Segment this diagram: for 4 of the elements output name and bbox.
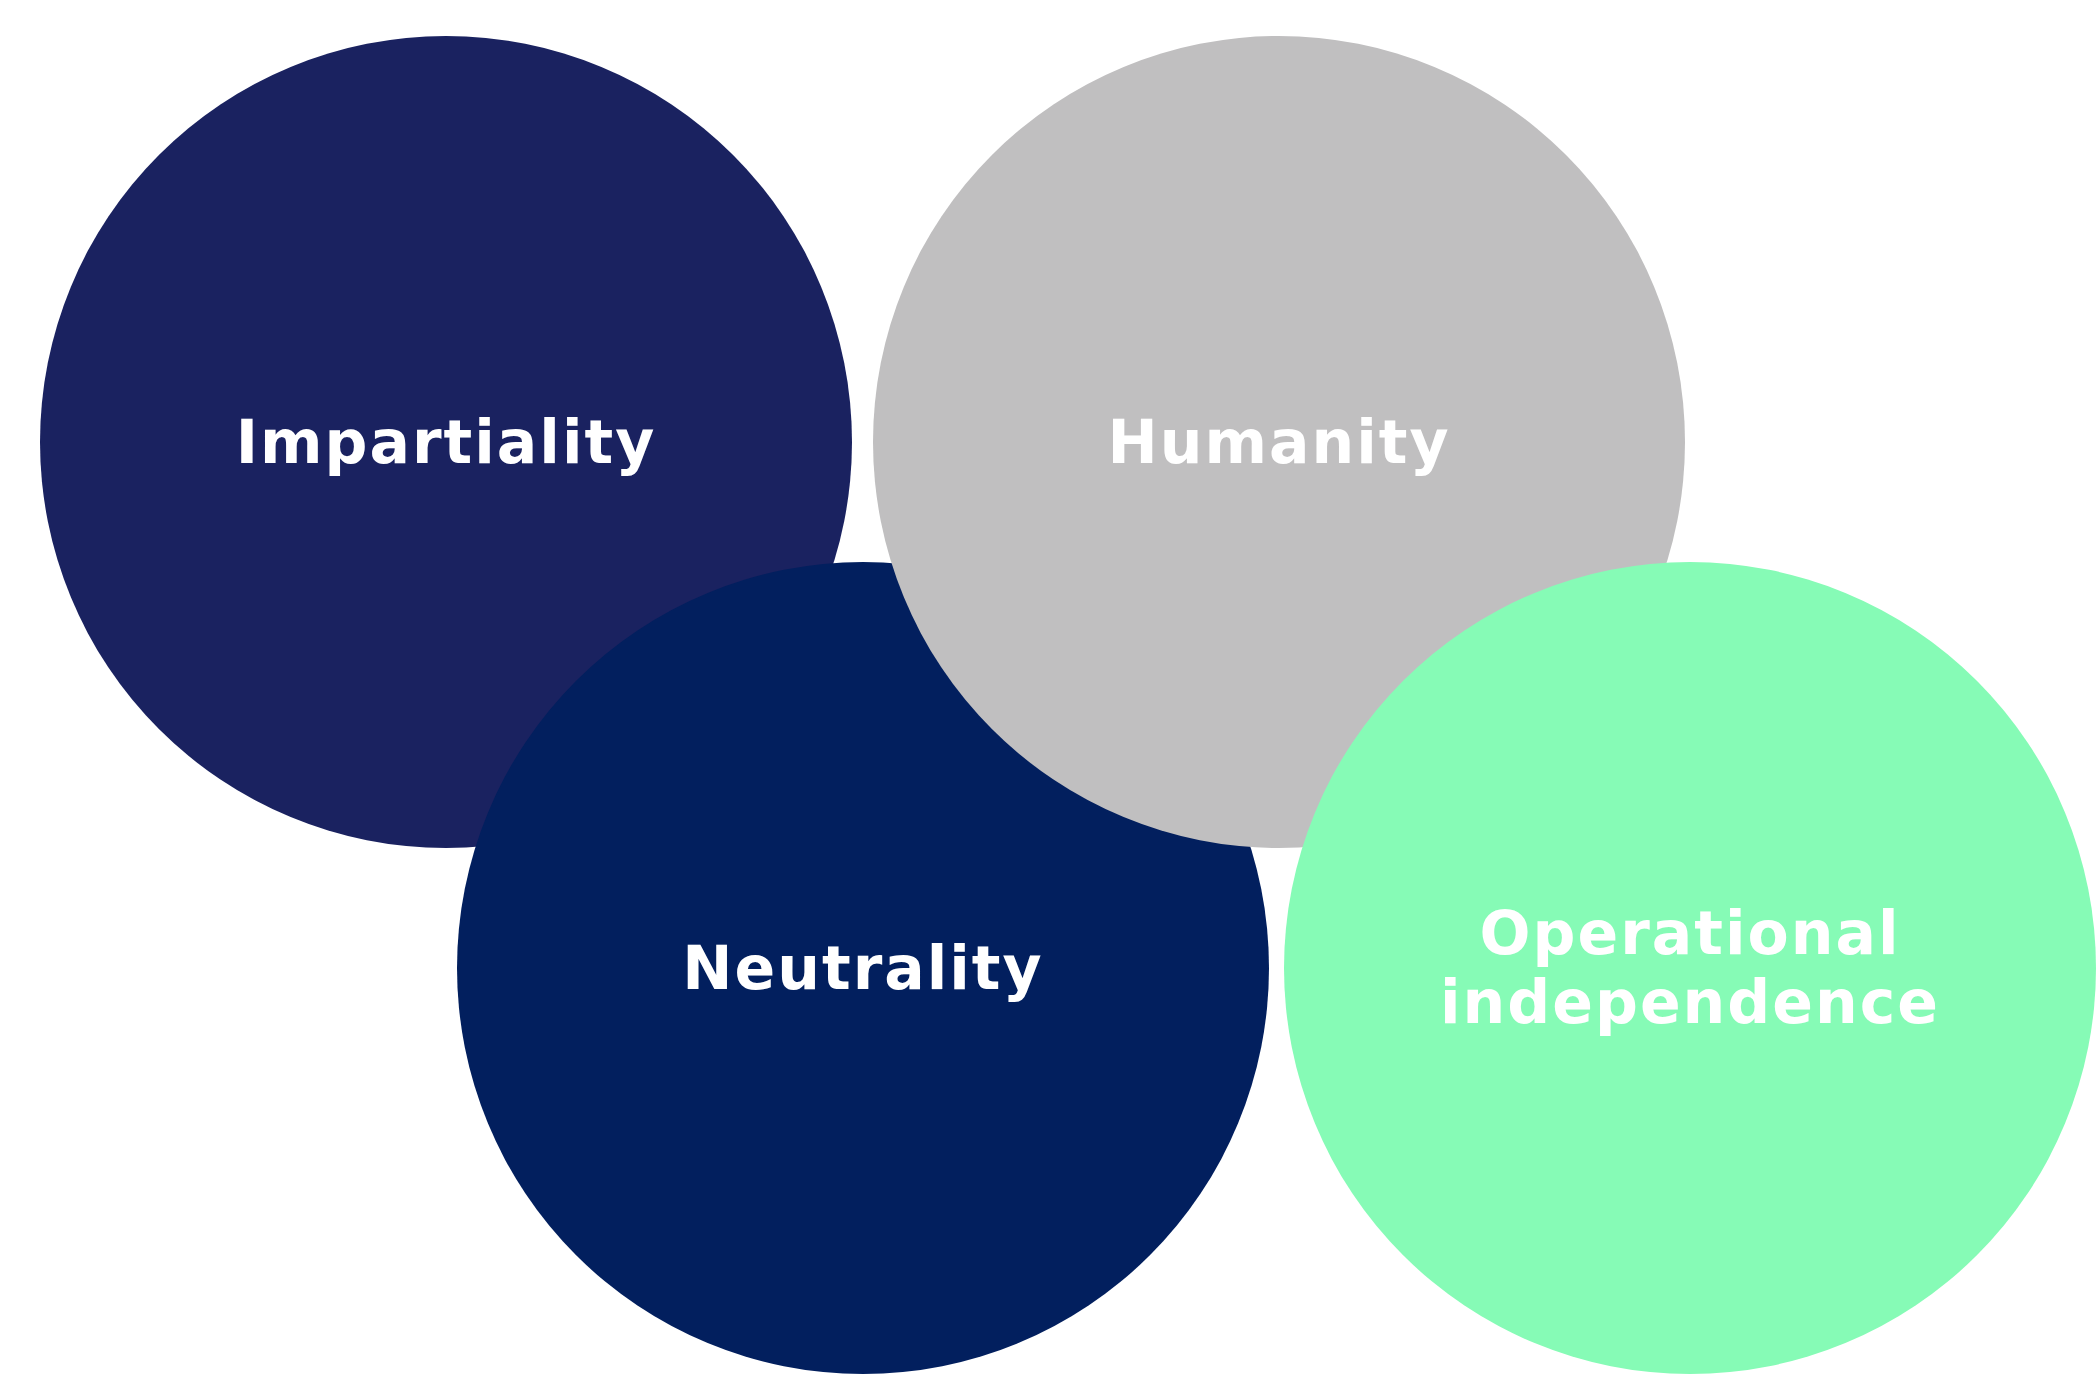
principle-label: Operational independence [1439,899,1941,1037]
principle-label: Neutrality [682,933,1044,1003]
principle-label: Impartiality [235,407,657,477]
principle-label: Humanity [1107,407,1451,477]
